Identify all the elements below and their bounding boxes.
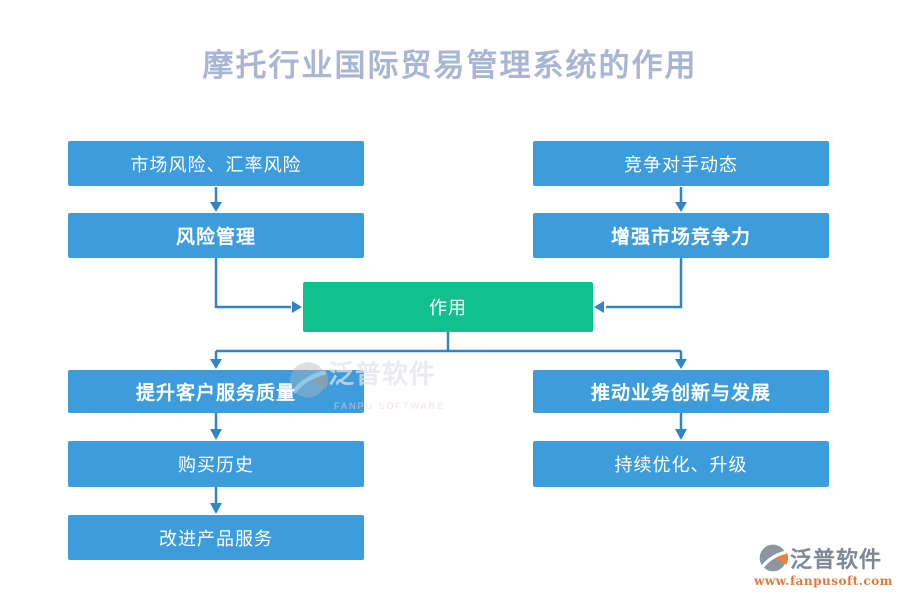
node-continuous-optimization: 持续优化、升级 — [533, 441, 829, 487]
node-improve-customer-service: 提升客户服务质量 — [68, 370, 364, 413]
node-improve-products: 改进产品服务 — [68, 515, 364, 560]
page-title: 摩托行业国际贸易管理系统的作用 — [202, 48, 698, 84]
brand-name: 泛普软件 — [789, 547, 882, 573]
node-enhance-competitiveness: 增强市场竞争力 — [533, 213, 829, 258]
brand-url: www.fanpusoft.com — [754, 574, 893, 588]
node-role: 作用 — [303, 282, 593, 332]
node-competitor-dynamics: 竞争对手动态 — [533, 141, 829, 186]
fanpu-logo-icon — [758, 543, 788, 573]
node-drive-innovation: 推动业务创新与发展 — [533, 370, 829, 413]
fanpu-brand: 泛普软件 www.fanpusoft.com — [754, 542, 893, 588]
node-market-risk: 市场风险、汇率风险 — [68, 141, 364, 186]
node-risk-management: 风险管理 — [68, 213, 364, 258]
node-purchase-history: 购买历史 — [68, 441, 364, 487]
